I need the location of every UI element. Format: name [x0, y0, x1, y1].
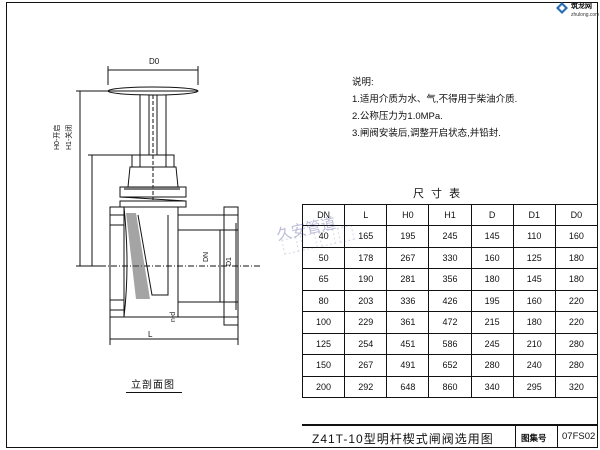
table-cell: 245 — [470, 332, 514, 355]
atlas-number-label: 图集号 — [521, 433, 547, 443]
table-cell: 267 — [386, 246, 430, 269]
title-block-divider — [557, 426, 558, 448]
header-cell: H1 — [428, 204, 472, 226]
table-cell: 340 — [470, 375, 514, 398]
header-cell: D0 — [554, 204, 599, 226]
label-h0: H0-开启 — [54, 124, 61, 150]
table-cell: 281 — [386, 268, 430, 291]
table-cell: 320 — [554, 375, 599, 398]
table-cell: 125 — [512, 246, 556, 269]
table-cell: 178 — [344, 246, 388, 269]
table-cell: 652 — [428, 354, 472, 377]
table-cell: 200 — [301, 375, 346, 398]
table-cell: 145 — [470, 225, 514, 248]
table-cell: 648 — [386, 375, 430, 398]
table-cell: 586 — [428, 332, 472, 355]
header-cell: DN — [301, 204, 346, 226]
label-d1: D1 — [226, 257, 233, 266]
table-cell: 356 — [428, 268, 472, 291]
table-cell: 100 — [301, 311, 346, 334]
table-cell: 267 — [344, 354, 388, 377]
label-dn: DN — [203, 251, 210, 262]
table-cell: 240 — [512, 354, 556, 377]
table-cell: 80 — [301, 289, 346, 312]
table-cell: 125 — [301, 332, 346, 355]
header-cell: D1 — [512, 204, 556, 226]
table-cell: 180 — [554, 246, 599, 269]
table-cell: 220 — [554, 289, 599, 312]
brand-name: 筑龙网 — [571, 3, 592, 10]
table-cell: 195 — [470, 289, 514, 312]
table-cell: 40 — [301, 225, 346, 248]
table-cell: 215 — [470, 311, 514, 334]
title-block-divider — [515, 426, 516, 448]
table-cell: 229 — [344, 311, 388, 334]
notes-block: 说明: 1.适用介质为水、气,不得用于柴油介质. 2.公称压力为1.0MPa. … — [352, 74, 517, 142]
header-cell: H0 — [386, 204, 430, 226]
title-block: Z41T-10型明杆楔式闸阀选用图 图集号 07FS02 — [302, 424, 598, 448]
table-cell: 860 — [428, 375, 472, 398]
table-cell: 190 — [344, 268, 388, 291]
table-cell: 220 — [554, 311, 599, 334]
note-item: 2.公称压力为1.0MPa. — [352, 111, 443, 122]
header-cell: D — [470, 204, 514, 226]
table-header-row: DN L H0 H1 D D1 D0 — [301, 204, 599, 226]
sheet-border — [6, 2, 598, 448]
label-l: L — [148, 330, 153, 339]
table-cell: 180 — [470, 268, 514, 291]
table-cell: 65 — [301, 268, 346, 291]
table-cell: 280 — [554, 354, 599, 377]
caption-underline — [126, 392, 182, 393]
table-cell: 254 — [344, 332, 388, 355]
table-cell: 180 — [554, 268, 599, 291]
note-item: 3.闸阀安装后,调整开启状态,并铅封. — [352, 128, 501, 139]
table-cell: 180 — [512, 311, 556, 334]
table-cell: 361 — [386, 311, 430, 334]
table-cell: 451 — [386, 332, 430, 355]
dimension-table-title: 尺 寸 表 — [413, 188, 463, 200]
table-cell: 426 — [428, 289, 472, 312]
table-cell: 210 — [512, 332, 556, 355]
drawing-caption: 立剖面图 — [131, 380, 175, 391]
label-d0: D0 — [149, 57, 160, 66]
table-cell: 195 — [386, 225, 430, 248]
brand-logo-icon — [556, 2, 568, 14]
table-cell: 472 — [428, 311, 472, 334]
notes-heading: 说明: — [352, 77, 374, 88]
table-cell: 110 — [512, 225, 556, 248]
table-cell: 160 — [512, 289, 556, 312]
table-cell: 330 — [428, 246, 472, 269]
label-bolts: n-d — [170, 311, 177, 322]
table-cell: 145 — [512, 268, 556, 291]
table-cell: 280 — [470, 354, 514, 377]
table-cell: 203 — [344, 289, 388, 312]
header-cell: L — [344, 204, 388, 226]
table-cell: 295 — [512, 375, 556, 398]
table-cell: 160 — [470, 246, 514, 269]
table-cell: 280 — [554, 332, 599, 355]
valve-section-drawing — [76, 66, 260, 345]
table-cell: 336 — [386, 289, 430, 312]
table-cell: 160 — [554, 225, 599, 248]
table-cell: 245 — [428, 225, 472, 248]
atlas-number: 07FS02 — [562, 431, 596, 442]
drawing-title: Z41T-10型明杆楔式闸阀选用图 — [312, 432, 494, 446]
note-item: 1.适用介质为水、气,不得用于柴油介质. — [352, 94, 518, 105]
brand-url: zhulong.com — [571, 12, 600, 18]
label-h1: H1-关闭 — [66, 124, 73, 150]
table-cell: 292 — [344, 375, 388, 398]
table-cell: 491 — [386, 354, 430, 377]
table-cell: 150 — [301, 354, 346, 377]
